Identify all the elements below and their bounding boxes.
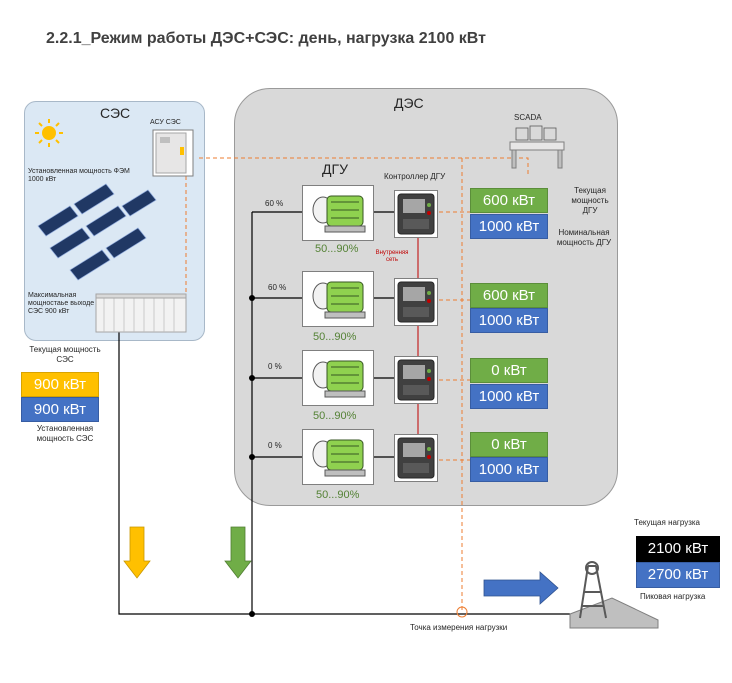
inverter-output-label: Максимальная мощностаье выходе СЭС 900 к… (28, 292, 95, 315)
asu-cabinet-icon (152, 129, 194, 177)
dgu-label: ДГУ (322, 161, 348, 177)
controller-icon (397, 193, 435, 235)
mine-headframe-icon (569, 561, 659, 629)
junction-dot (249, 454, 255, 460)
solar-panels-icon (37, 183, 157, 281)
load-current-value: 2100 кВт (636, 536, 720, 562)
generator-icon (312, 360, 366, 398)
load-flow-arrow (483, 571, 559, 605)
load-peak-value: 2700 кВт (636, 562, 720, 588)
dgu1-range: 50...90% (315, 243, 359, 255)
measurement-point-marker (456, 606, 468, 618)
des-label: ДЭС (394, 95, 424, 111)
dgu4-load-pct: 0 % (268, 441, 282, 450)
pv-capacity-label: Установленная мощность ФЭМ 1000 кВт (28, 168, 130, 183)
measurement-point-label: Точка измерения нагрузки (410, 623, 508, 632)
ses-installed-value: 900 кВт (21, 397, 99, 422)
dgu4-range: 50...90% (316, 489, 360, 501)
dgu3-controller-box (394, 356, 438, 404)
nominal-dgu-label: Номинальная мощность ДГУ (556, 228, 612, 247)
controller-label: Контроллер ДГУ (384, 172, 446, 181)
dgu4-nominal-value: 1000 кВт (470, 457, 548, 482)
ses-installed-label: Установленная мощность СЭС (36, 424, 94, 443)
generator-icon (312, 195, 366, 233)
dgu3-generator-box (302, 350, 374, 406)
dgu2-controller-box (394, 278, 438, 326)
dgu1-nominal-value: 1000 кВт (470, 214, 548, 239)
inverter-container-icon (95, 293, 187, 333)
dgu1-generator-box (302, 185, 374, 241)
controller-icon (397, 281, 435, 323)
dgu1-current-value: 600 кВт (470, 188, 548, 213)
page-title: 2.2.1_Режим работы ДЭС+СЭС: день, нагруз… (46, 30, 486, 47)
asu-ses-label: АСУ СЭС (150, 119, 181, 126)
controller-icon (397, 359, 435, 401)
dgu3-range: 50...90% (313, 410, 357, 422)
generator-icon (312, 281, 366, 319)
scada-workstation-icon (509, 125, 565, 169)
dgu2-generator-box (302, 271, 374, 327)
scada-link-line (512, 157, 529, 174)
dgu2-current-value: 600 кВт (470, 283, 548, 308)
ses-label: СЭС (100, 105, 131, 121)
dgu3-load-pct: 0 % (268, 362, 282, 371)
dgu2-range: 50...90% (313, 331, 357, 343)
generator-icon (312, 439, 366, 477)
ses-current-value: 900 кВт (21, 372, 99, 397)
current-dgu-label: Текущая мощность ДГУ (571, 186, 609, 215)
sun-icon (35, 119, 63, 147)
controller-icon (397, 437, 435, 479)
ses-flow-arrow (123, 526, 151, 579)
dgu3-nominal-value: 1000 кВт (470, 384, 548, 409)
load-current-label: Текущая нагрузка (634, 518, 700, 527)
des-flow-arrow (224, 526, 252, 579)
junction-dot (249, 611, 255, 617)
ses-bus-line (118, 330, 570, 615)
dgu3-current-value: 0 кВт (470, 358, 548, 383)
dgu1-load-pct: 60 % (265, 199, 284, 208)
dgu4-controller-box (394, 434, 438, 482)
ses-current-label: Текущая мощность СЭС (29, 345, 101, 364)
scada-label: SCADA (514, 113, 542, 122)
junction-dot (249, 375, 255, 381)
internal-network-label: Внутренняя сеть (375, 250, 409, 263)
dgu4-current-value: 0 кВт (470, 432, 548, 457)
dgu4-generator-box (302, 429, 374, 485)
dgu2-nominal-value: 1000 кВт (470, 308, 548, 333)
load-peak-label: Пиковая нагрузка (640, 592, 706, 601)
junction-dot (249, 295, 255, 301)
dgu1-controller-box (394, 190, 438, 238)
dgu2-load-pct: 60 % (268, 283, 287, 292)
